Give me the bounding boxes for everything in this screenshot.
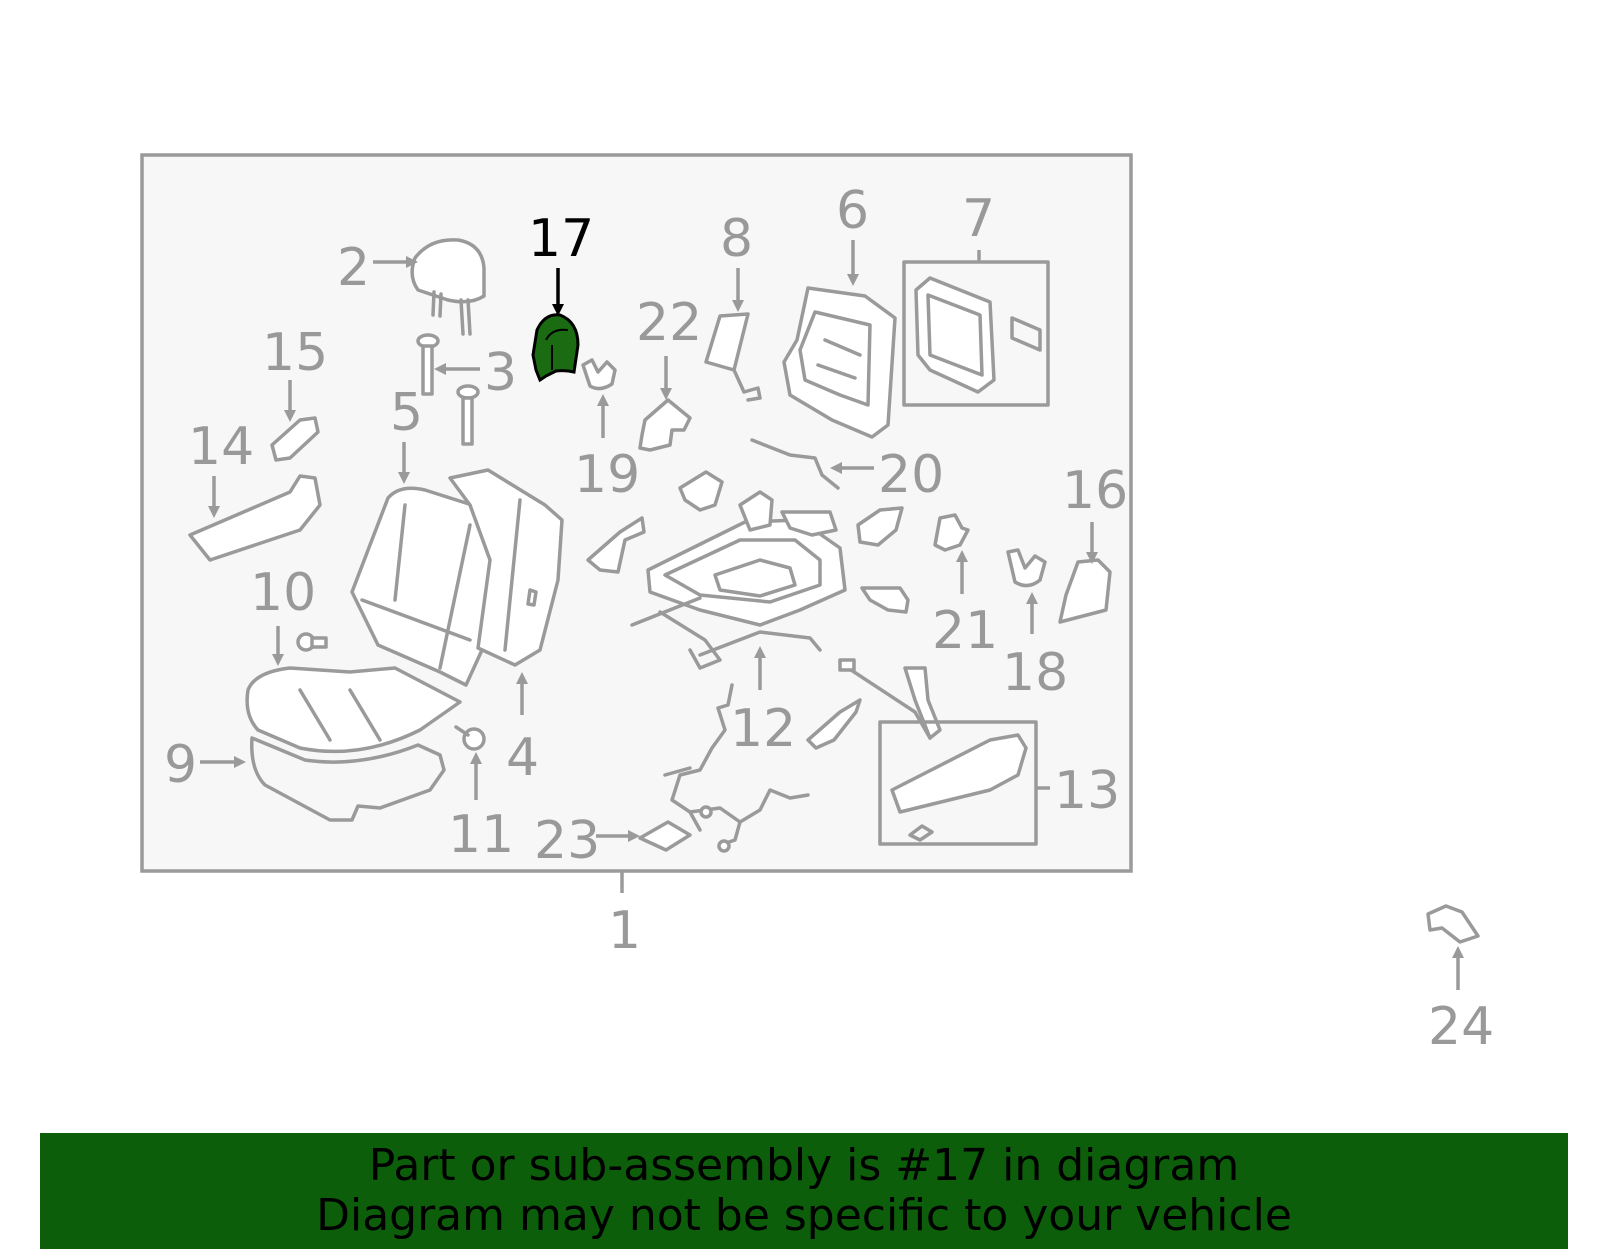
- part-16-cover[interactable]: [1058, 558, 1112, 624]
- part-10-bolt[interactable]: [296, 632, 328, 652]
- part-21-bracket[interactable]: [933, 513, 970, 552]
- callout-6: 6: [836, 181, 869, 241]
- callout-17: 17: [528, 209, 594, 269]
- info-banner: Part or sub-assembly is #17 in diagram D…: [40, 1133, 1568, 1249]
- callout-arrows: [200, 240, 1464, 990]
- callout-9: 9: [164, 735, 197, 795]
- part-11-grommet[interactable]: [454, 725, 486, 751]
- callout-11: 11: [448, 805, 514, 865]
- part-17-shape[interactable]: [531, 313, 580, 383]
- callout-14: 14: [188, 417, 254, 477]
- part-24-bracket[interactable]: [1426, 904, 1480, 944]
- callout-15: 15: [262, 323, 328, 383]
- callout-16: 16: [1062, 461, 1128, 521]
- callout-12: 12: [730, 699, 796, 759]
- part-4-seatback-pad[interactable]: [448, 468, 564, 667]
- callout-8: 8: [720, 209, 753, 269]
- part-6-seatback-frame[interactable]: [782, 286, 897, 439]
- part-17-highlighted[interactable]: [531, 313, 580, 383]
- parts-diagram: 1 2 3 4 5 6 7 8 9 10 11 12 13 14 15 16 1…: [140, 153, 1494, 1057]
- part-19-clip[interactable]: [581, 358, 617, 391]
- banner-line-1: Part or sub-assembly is #17 in diagram: [368, 1140, 1240, 1191]
- part-14-shield[interactable]: [188, 474, 322, 562]
- part-bracket-left[interactable]: [586, 516, 646, 574]
- banner-line-2: Diagram may not be specific to your vehi…: [316, 1190, 1292, 1241]
- callout-3: 3: [484, 343, 517, 403]
- part-bracket-mid[interactable]: [780, 510, 838, 537]
- part-8-side-airbag[interactable]: [704, 312, 762, 402]
- part-20-rod[interactable]: [750, 438, 840, 490]
- callout-5: 5: [390, 383, 423, 443]
- part-13-shield-assembly[interactable]: [878, 720, 1038, 846]
- part-7-seatback-board[interactable]: [902, 260, 1050, 407]
- part-2-headrest[interactable]: [410, 238, 486, 336]
- callout-23: 23: [534, 811, 600, 871]
- part-15-cover[interactable]: [270, 416, 320, 462]
- callout-22: 22: [636, 293, 702, 353]
- part-12-seat-track[interactable]: [630, 490, 847, 670]
- callout-4: 4: [506, 728, 539, 788]
- callout-1: 1: [608, 901, 641, 961]
- part-bracket-lower[interactable]: [860, 586, 910, 614]
- part-bracket-right[interactable]: [856, 506, 904, 547]
- callout-2: 2: [337, 238, 370, 298]
- part-bracket-top[interactable]: [678, 470, 724, 512]
- callout-10: 10: [250, 563, 316, 623]
- callout-13: 13: [1054, 761, 1120, 821]
- callout-21: 21: [932, 601, 998, 661]
- callout-20: 20: [878, 445, 944, 505]
- part-23-wire-harness[interactable]: [638, 683, 810, 853]
- part-9-cushion-cover[interactable]: [245, 666, 462, 822]
- part-3-headrest-guide[interactable]: [416, 333, 480, 446]
- callout-24: 24: [1428, 997, 1494, 1057]
- part-18-clip[interactable]: [1006, 548, 1047, 588]
- callout-7: 7: [962, 189, 995, 249]
- callout-19: 19: [574, 445, 640, 505]
- part-22-bracket[interactable]: [638, 398, 692, 452]
- callout-18: 18: [1002, 643, 1068, 703]
